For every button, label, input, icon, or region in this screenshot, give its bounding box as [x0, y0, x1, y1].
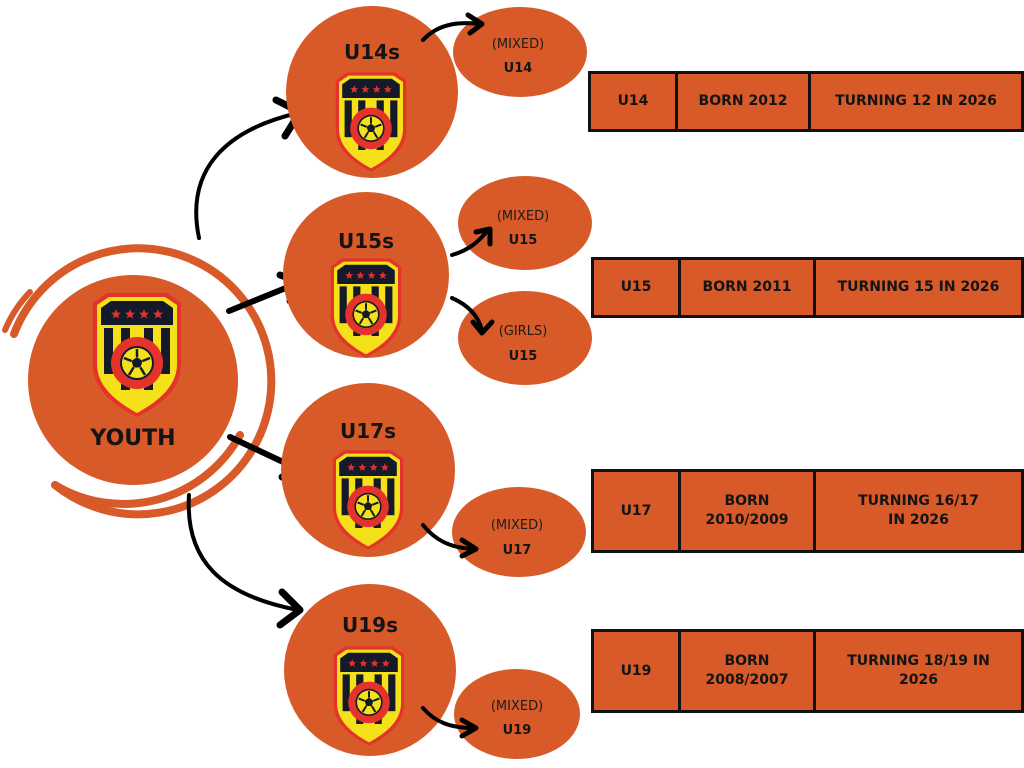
- sub-name: U14: [504, 61, 533, 76]
- born-years: 2010/2009: [705, 512, 789, 528]
- arrow-head: [470, 319, 495, 336]
- u14-label: U14s: [344, 40, 400, 64]
- turning-cell: TURNING 15 IN 2026: [813, 260, 1021, 315]
- arrow-head: [473, 226, 493, 247]
- turning-cell: TURNING 16/17 IN 2026: [813, 472, 1021, 550]
- born-cell: BORN 2008/2007: [678, 632, 813, 710]
- u14-mixed-bubble: [453, 7, 587, 97]
- grade-cell: U19: [620, 662, 652, 679]
- u19-mixed-bubble: [454, 669, 580, 759]
- sub-tag: (MIXED): [492, 37, 544, 52]
- u15-girls-bubble: [458, 291, 592, 385]
- u19-label: U19s: [342, 613, 398, 637]
- sub-name: U15: [509, 349, 538, 364]
- u14-info-row: U14 BORN 2012 TURNING 12 IN 2026: [588, 71, 1024, 132]
- turning-year: 2026: [899, 672, 938, 688]
- arrow-to-u19-mixed: [421, 706, 476, 730]
- youth-label: YOUTH: [89, 426, 175, 451]
- u15-mixed-bubble: [458, 176, 592, 270]
- youth-root-node: YOUTH: [2, 244, 276, 519]
- born-cell: BORN 2011: [678, 260, 813, 315]
- turning-text: TURNING 16/17: [858, 493, 979, 510]
- arrow-head-u19: [276, 588, 304, 629]
- arrow-head: [465, 12, 485, 36]
- turning-year: IN 2026: [888, 512, 949, 528]
- turning-cell: TURNING 12 IN 2026: [808, 74, 1021, 129]
- outer-ring-lower: [51, 431, 244, 508]
- born-cell: BORN 2010/2009: [678, 472, 813, 550]
- arrow-to-u15-girls: [450, 296, 484, 332]
- u17-mixed-bubble: [452, 487, 586, 577]
- arrow-to-u14: [194, 111, 300, 240]
- u15-info-row: U15 BORN 2011 TURNING 15 IN 2026: [591, 257, 1024, 318]
- outer-ring-tail: [2, 289, 33, 333]
- u17-label: U17s: [340, 419, 396, 443]
- arrow-to-u15-mixed: [450, 228, 490, 257]
- born-text: BORN: [724, 493, 770, 510]
- group-u15: U15s (MIXED) U15 (GIRLS) U15: [283, 176, 592, 385]
- outer-ring-arc: [10, 244, 276, 519]
- group-u19: U19s (MIXED) U19: [284, 584, 580, 759]
- sub-tag: (GIRLS): [499, 324, 548, 339]
- sub-name: U15: [509, 233, 538, 248]
- sub-tag: (MIXED): [491, 518, 543, 533]
- born-years: 2008/2007: [705, 672, 789, 688]
- born-cell: BORN 2012: [675, 74, 808, 129]
- sub-tag: (MIXED): [491, 699, 543, 714]
- group-u17: U17s (MIXED) U17: [281, 383, 586, 577]
- u17-info-row: U17 BORN 2010/2009 TURNING 16/17 IN 2026: [591, 469, 1024, 553]
- u19-info-row: U19 BORN 2008/2007 TURNING 18/19 IN 2026: [591, 629, 1024, 713]
- turning-text: TURNING 12 IN 2026: [835, 93, 997, 110]
- grade-cell: U15: [620, 279, 652, 296]
- turning-text: TURNING 15 IN 2026: [837, 279, 1000, 296]
- born-text: BORN: [724, 653, 770, 670]
- arrow-to-u17-mixed: [421, 523, 476, 551]
- arrow-head: [459, 537, 479, 559]
- arrow-to-u14-mixed: [421, 21, 482, 42]
- sub-name: U17: [503, 543, 532, 558]
- sub-name: U19: [503, 723, 532, 738]
- turning-cell: TURNING 18/19 IN 2026: [813, 632, 1021, 710]
- arrow-to-u19: [186, 493, 300, 612]
- group-u14: U14s (MIXED) U14: [286, 6, 587, 178]
- turning-text: TURNING 18/19 IN: [847, 653, 990, 670]
- arrow-head: [459, 717, 479, 739]
- sub-tag: (MIXED): [497, 209, 549, 224]
- u15-label: U15s: [338, 229, 394, 253]
- born-text: BORN 2012: [698, 93, 788, 110]
- grade-cell: U14: [617, 93, 649, 110]
- born-text: BORN 2011: [702, 279, 792, 296]
- grade-cell: U17: [620, 502, 652, 519]
